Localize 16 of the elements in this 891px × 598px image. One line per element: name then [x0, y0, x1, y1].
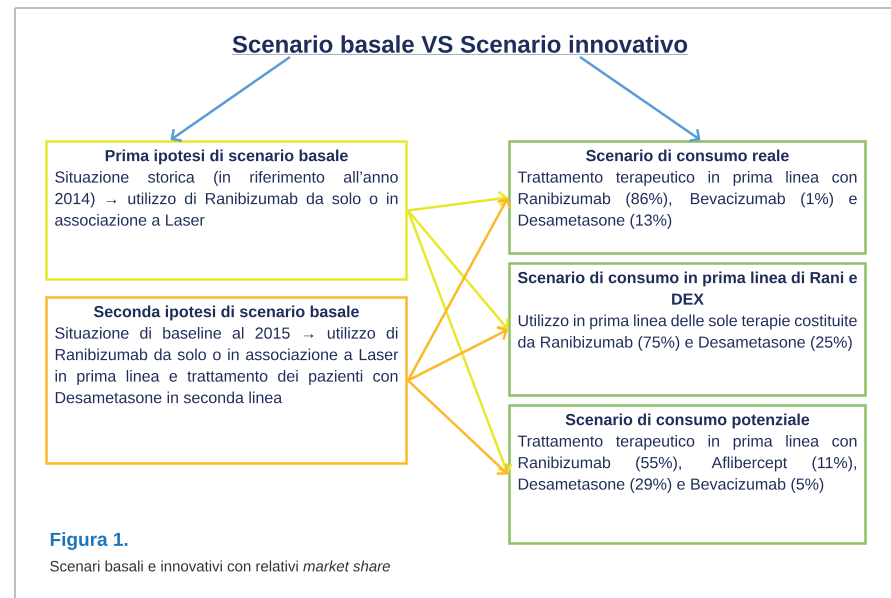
scenario-box: Scenario di consumo in prima linea di Rani e DEX Utilizzo in prima linea delle sole terapie costituite da Ranibizumab (75%) e Desametasone (25%)	[508, 262, 867, 397]
scenario-box: Scenario di consumo reale Trattamento terapeutico in prima linea con Ranibizumab (86%), Bevacizumab (1%) e Desametasone (13%)	[508, 140, 867, 255]
scenario-box: Scenario di consumo potenziale Trattamento terapeutico in prima linea con Ranibizumab (55%), Aflibercept (11%), Desametasone (29%) e Bevacizumab (5%)	[508, 404, 867, 545]
arrow	[170, 56, 291, 142]
arrow	[407, 326, 508, 382]
arrow	[579, 56, 700, 142]
arrow	[407, 210, 509, 330]
arrow	[407, 380, 508, 475]
arrow	[406, 198, 512, 382]
title: Scenario basale VS Scenario innovativo	[232, 35, 688, 54]
arrow	[408, 190, 508, 212]
figure-label: Figura 1.	[50, 532, 128, 550]
arrow	[406, 210, 513, 474]
caption: Scenari basali e innovativi con relativi market share	[50, 560, 390, 572]
scenario-box: Seconda ipotesi di scenario basale Situazione di baseline al 2015 → utilizzo di Ranibizumab da solo o in associazione a Laser in prima linea e trattamento dei pazienti con Desametasone in seconda linea	[45, 296, 408, 465]
scenario-box: Prima ipotesi di scenario basale Situazione storica (in riferimento all’anno 2014) → utilizzo di Ranibizumab da solo o in associazione a Laser	[45, 140, 408, 281]
